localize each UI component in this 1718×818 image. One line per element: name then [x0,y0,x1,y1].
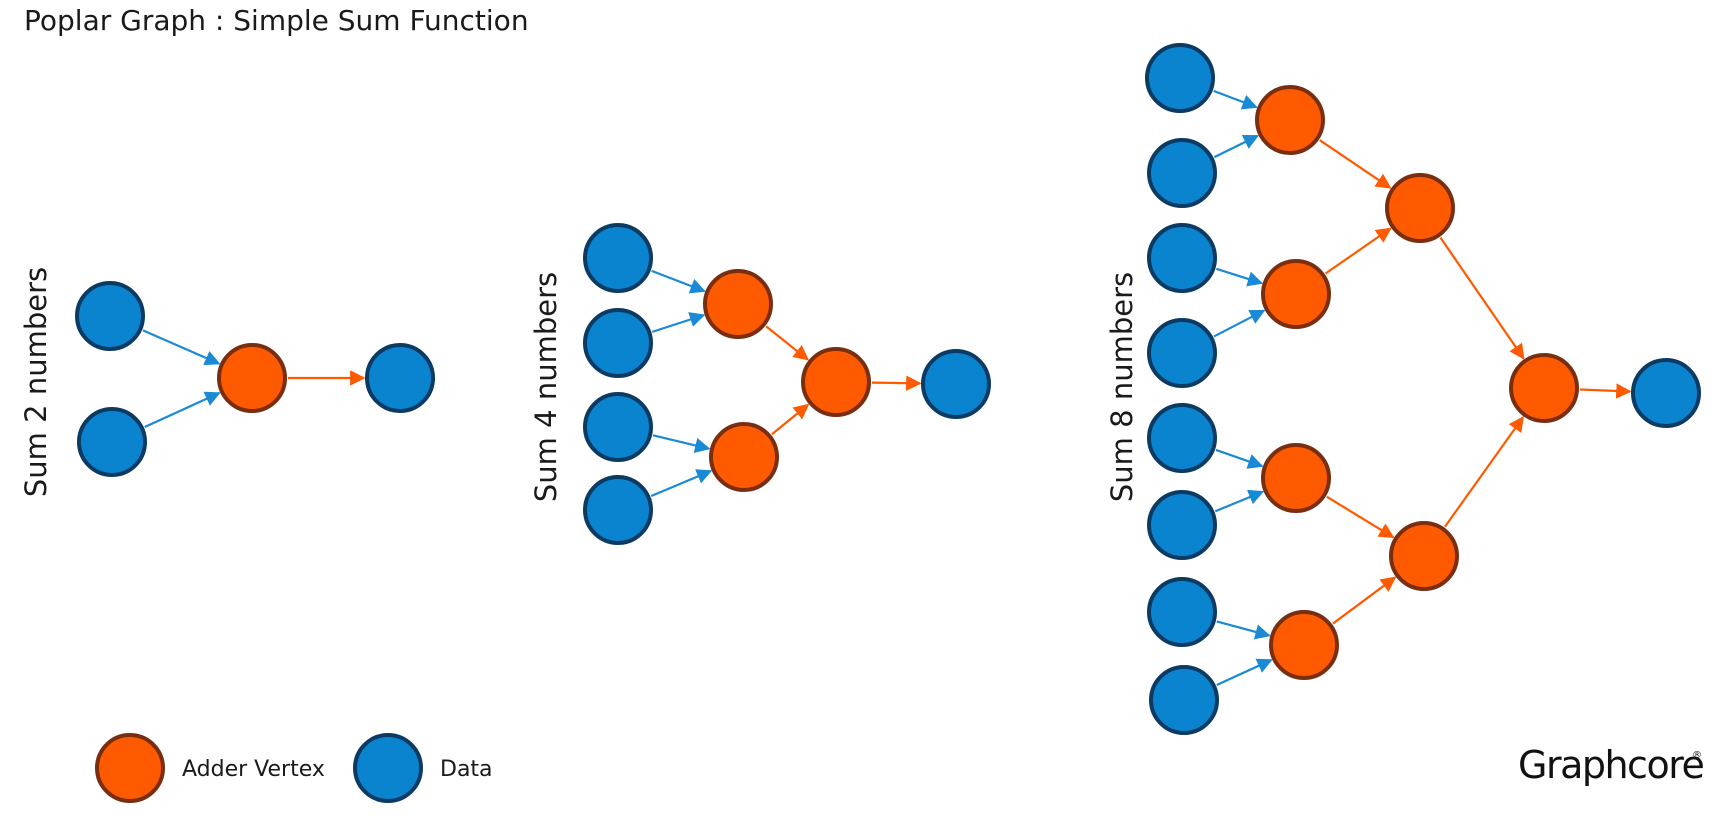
adder-vertex-c11 [1261,443,1331,513]
edge-c15-to-c16 [1579,383,1632,399]
page-title: Poplar Graph : Simple Sum Function [24,4,529,37]
graphcore-logo: Graphcore ® [1518,743,1705,787]
adder-vertex-c15 [1509,353,1579,423]
edge-b7-to-b8 [871,375,922,391]
data-node-b2 [583,308,653,378]
adder-vertex-c13 [1385,173,1455,243]
edge-c1-to-c9 [1213,89,1258,110]
edge-c2-to-c9 [1213,134,1260,159]
legend-data-swatch [353,733,423,803]
adder-vertex-b5 [703,269,773,339]
logo-text: Graphcore [1518,743,1703,787]
edge-c13-to-c15 [1439,237,1525,360]
edge-a2-to-a3 [144,391,221,429]
data-node-b4 [583,475,653,545]
data-node-c16 [1631,358,1701,428]
panel-label-sum-8: Sum 8 numbers [1105,272,1139,502]
data-node-b3 [583,392,653,462]
edge-b4-to-b6 [650,469,713,498]
edges-layer [142,89,1632,687]
adder-vertex-a3 [217,343,287,413]
logo-registered-mark: ® [1692,750,1702,761]
edge-b2-to-b5 [651,312,706,333]
data-node-a4 [365,343,435,413]
adder-vertex-c14 [1389,521,1459,591]
edge-c7-to-c12 [1216,620,1271,640]
legend-adder-swatch [95,733,165,803]
edge-c5-to-c11 [1215,448,1264,469]
edge-c6-to-c11 [1214,489,1265,513]
data-node-b1 [583,223,653,293]
data-node-c5 [1147,403,1217,473]
edge-c9-to-c13 [1319,139,1392,189]
edge-c11-to-c14 [1326,495,1395,539]
data-node-c7 [1147,577,1217,647]
data-node-c3 [1147,223,1217,293]
edge-c12-to-c14 [1332,576,1397,625]
data-node-a1 [75,281,145,351]
legend: Adder Vertex Data [95,733,493,803]
edge-b3-to-b6 [652,434,711,453]
data-node-c6 [1147,490,1217,560]
edge-c3-to-c10 [1215,267,1264,287]
edge-c14-to-c15 [1444,416,1524,528]
nodes-layer [75,43,1701,735]
legend-adder-label: Adder Vertex [182,757,325,782]
legend-data-label: Data [440,757,493,782]
data-node-a2 [77,407,147,477]
edge-b1-to-b5 [651,269,706,294]
data-node-b8 [921,349,991,419]
adder-vertex-c9 [1255,85,1325,155]
adder-vertex-c10 [1261,259,1331,329]
edge-b5-to-b7 [765,325,810,361]
edge-c10-to-c13 [1324,227,1392,275]
adder-vertex-b7 [801,347,871,417]
panel-label-sum-2: Sum 2 numbers [19,267,53,497]
adder-vertex-c12 [1269,610,1339,680]
data-node-c4 [1147,318,1217,388]
edge-a1-to-a3 [142,329,221,366]
panel-label-sum-4: Sum 4 numbers [529,272,563,502]
edge-c4-to-c10 [1213,309,1266,338]
data-node-c1 [1145,43,1215,113]
edge-c8-to-c12 [1216,658,1273,687]
adder-vertex-b6 [709,422,779,492]
edge-b6-to-b7 [771,403,810,436]
data-node-c8 [1149,665,1219,735]
data-node-c2 [1147,138,1217,208]
